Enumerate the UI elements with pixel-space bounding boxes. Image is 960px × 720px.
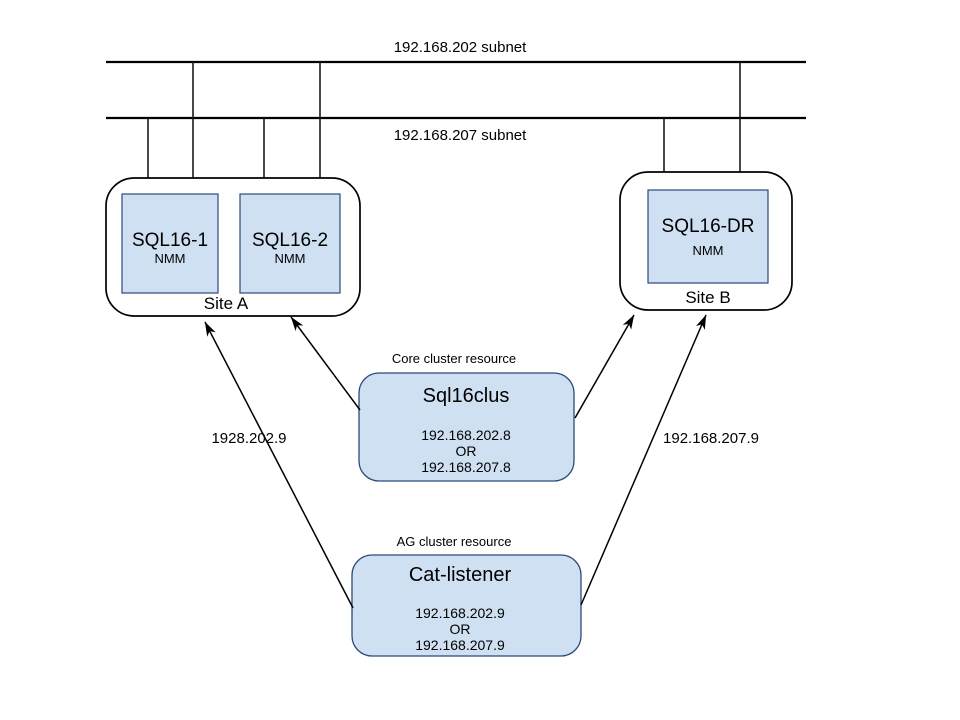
server-name-sql16-dr: SQL16-DR xyxy=(662,216,755,237)
server-role-sql16-1: NMM xyxy=(154,251,185,266)
subnet-207-label: 192.168.207 subnet xyxy=(394,127,527,144)
server-name-sql16-1: SQL16-1 xyxy=(132,230,208,251)
arrow-ag-cluster-to-site-a xyxy=(204,321,354,609)
ag-cluster-ip-primary: 192.168.202.9 xyxy=(415,605,505,621)
ag-cluster-name: Cat-listener xyxy=(409,564,512,586)
core-cluster-ip-conjunction: OR xyxy=(456,443,477,459)
ag-cluster-ip-conjunction: OR xyxy=(450,621,471,637)
arrow-ag-cluster-to-site-b xyxy=(580,314,707,606)
server-role-sql16-2: NMM xyxy=(274,251,305,266)
server-box-sql16-1[interactable] xyxy=(121,193,219,294)
subnet-202-label: 192.168.202 subnet xyxy=(394,39,527,56)
core-cluster-box[interactable] xyxy=(358,372,575,482)
ag-cluster-ip-secondary: 192.168.207.9 xyxy=(415,637,505,653)
server-box-sql16-2[interactable] xyxy=(239,193,341,294)
server-box-sql16-dr[interactable] xyxy=(647,189,769,284)
arrow-core-cluster-to-site-b xyxy=(574,314,635,419)
site-b-label: Site B xyxy=(685,288,730,307)
site-a-label: Site A xyxy=(204,294,249,313)
core-cluster-name: Sql16clus xyxy=(423,385,510,407)
core-cluster-ip-secondary: 192.168.207.8 xyxy=(421,459,511,475)
server-name-sql16-2: SQL16-2 xyxy=(252,230,328,251)
annotation-right-ip: 192.168.207.9 xyxy=(663,430,759,447)
arrow-core-cluster-to-site-a xyxy=(290,316,361,411)
core-cluster-ip-primary: 192.168.202.8 xyxy=(421,427,511,443)
ag-cluster-caption: AG cluster resource xyxy=(397,534,512,549)
core-cluster-caption: Core cluster resource xyxy=(392,351,516,366)
annotation-left-ip: 1928.202.9 xyxy=(211,430,286,447)
server-role-sql16-dr: NMM xyxy=(692,243,723,258)
